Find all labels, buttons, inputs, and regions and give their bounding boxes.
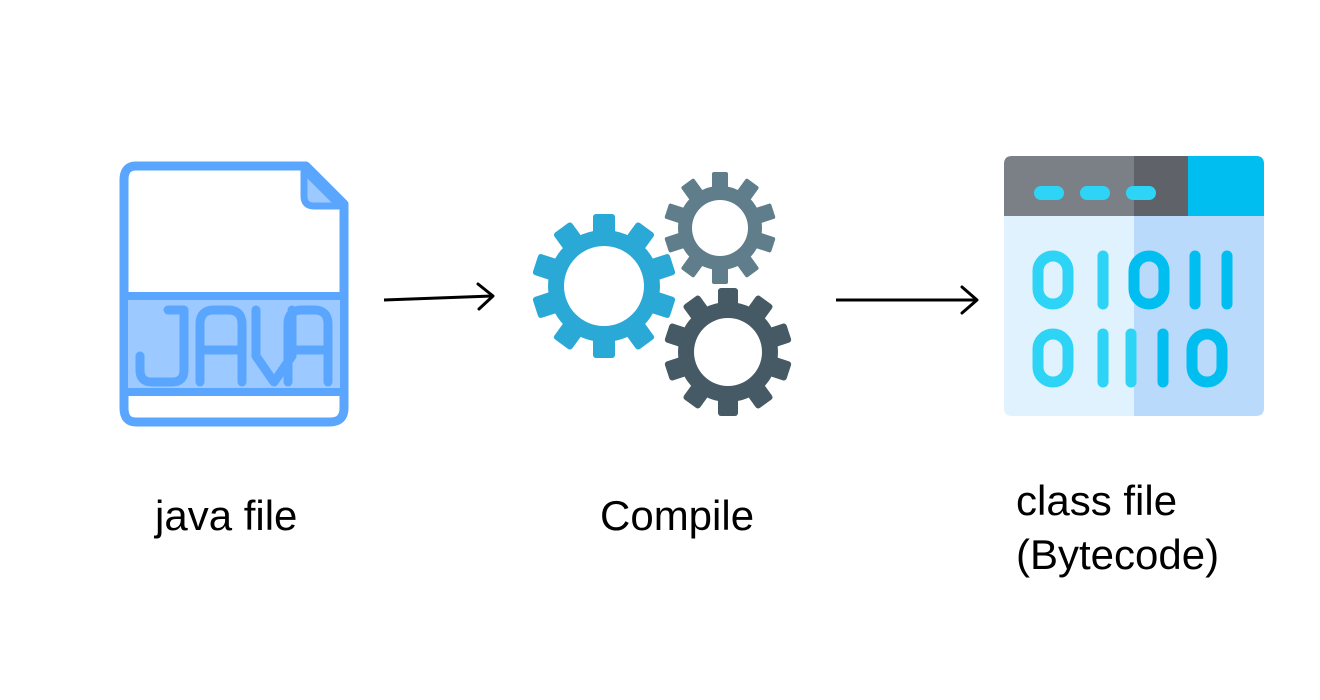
java-file-label: java file	[155, 492, 298, 539]
class-file-label: class file (Bytecode)	[1016, 477, 1220, 578]
binary-digits	[1032, 250, 1233, 388]
java-file-icon	[119, 161, 349, 427]
gears-icon	[532, 172, 792, 416]
window-dots	[1034, 186, 1156, 200]
compile-label: Compile	[600, 492, 755, 539]
arrow-right-icon	[383, 282, 495, 311]
binary-window-icon	[1004, 156, 1264, 416]
arrow-right-icon	[836, 285, 979, 315]
java-label-text	[135, 305, 333, 387]
